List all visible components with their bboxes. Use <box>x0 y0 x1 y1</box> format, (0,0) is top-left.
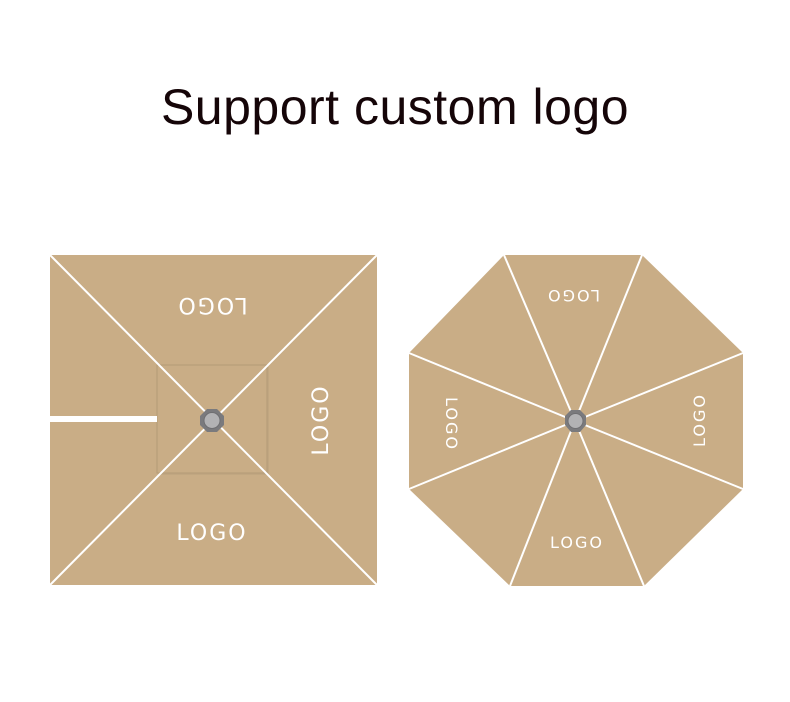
page-title: Support custom logo <box>160 79 630 135</box>
octagon-logo-right: LOGO <box>690 393 709 447</box>
octagon-logo-bottom: LOGO <box>550 533 604 552</box>
hub-icon <box>565 410 586 432</box>
square-logo-right: LOGO <box>309 384 334 455</box>
square-logo-bottom: LOGO <box>176 521 247 546</box>
octagon-umbrella: LOGO LOGO LOGO LOGO <box>408 254 744 587</box>
octagon-logo-top: LOGO <box>546 286 600 305</box>
square-logo-top: LOGO <box>176 292 247 317</box>
hub-icon <box>200 409 224 432</box>
octagon-logo-left: LOGO <box>442 397 461 451</box>
square-umbrella: LOGO LOGO LOGO <box>49 254 378 586</box>
